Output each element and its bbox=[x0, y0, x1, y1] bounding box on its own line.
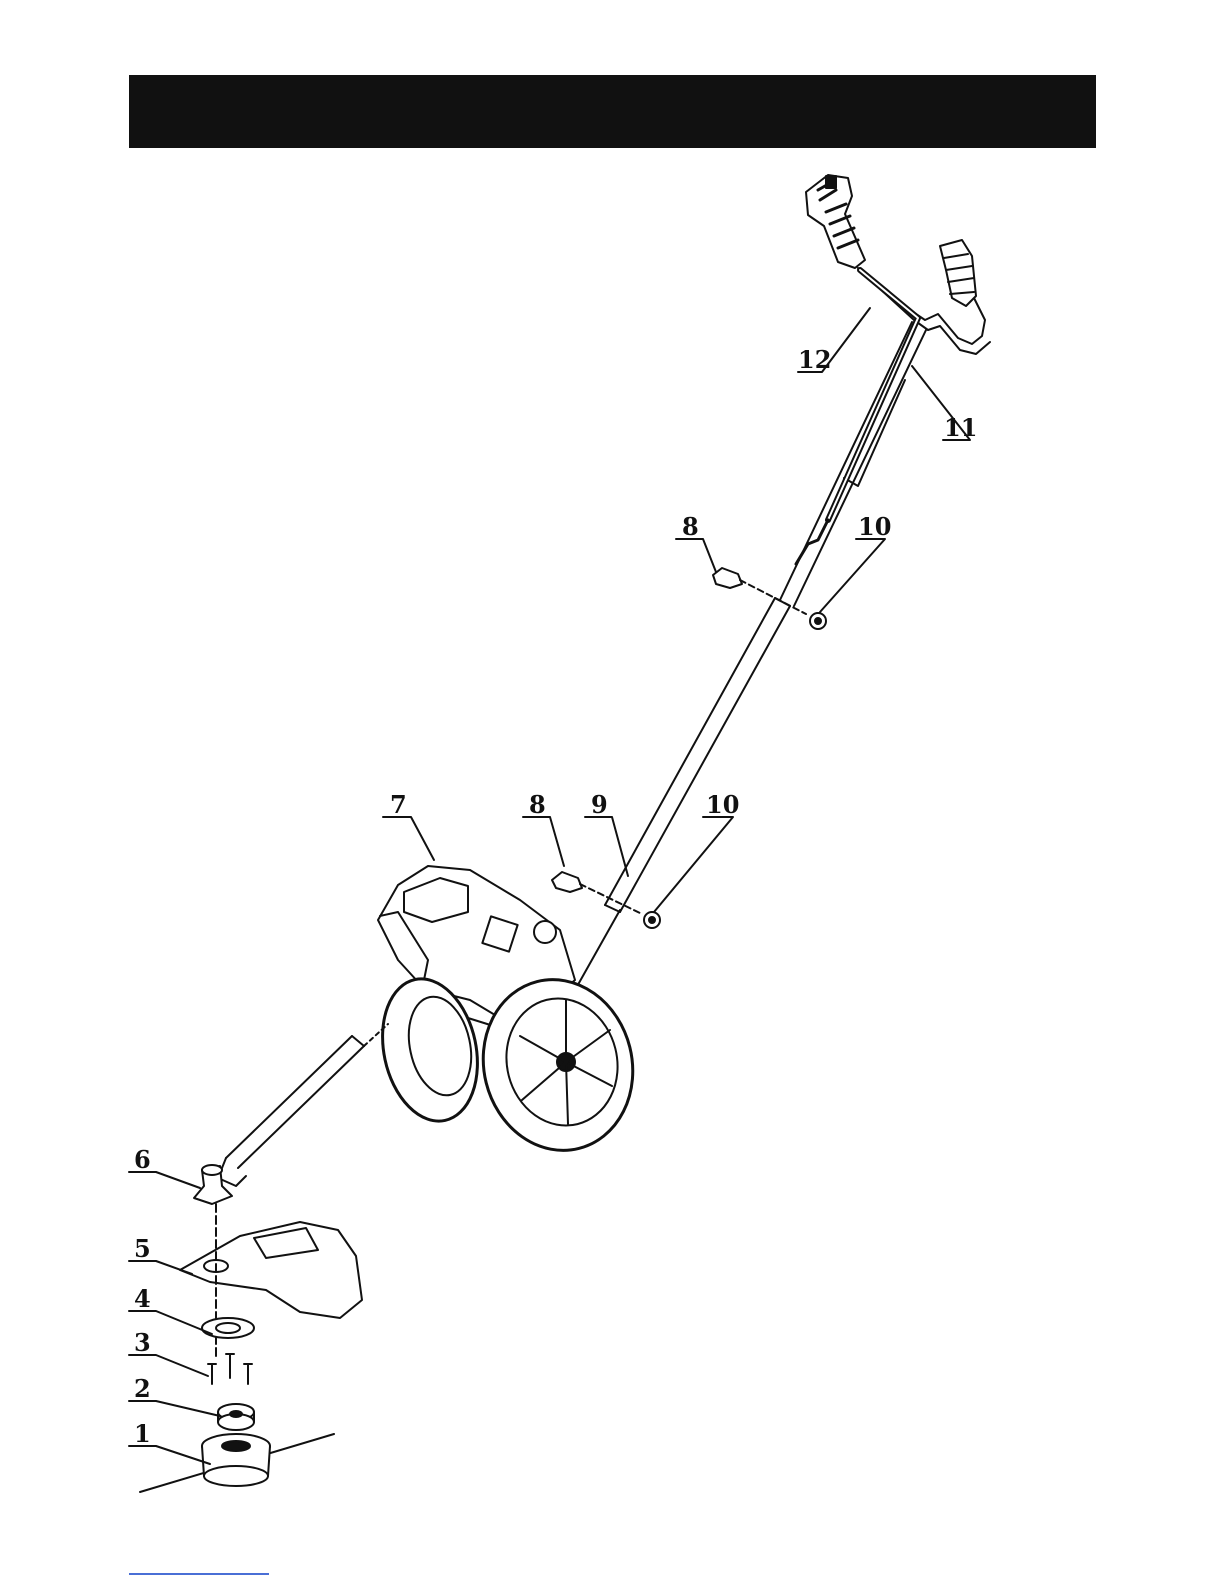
callout-5: 5 bbox=[134, 1234, 151, 1263]
spacer-part bbox=[218, 1404, 254, 1430]
callout-10-upper: 10 bbox=[858, 512, 891, 541]
callout-12: 12 bbox=[798, 345, 831, 374]
clamp-lever-lower-part bbox=[552, 872, 642, 914]
callout-3: 3 bbox=[134, 1328, 151, 1357]
clamp-nut-upper-part bbox=[810, 613, 826, 629]
throttle-cable-part bbox=[796, 270, 918, 564]
callout-10-lower: 10 bbox=[706, 790, 739, 819]
leader-line-10a bbox=[820, 539, 885, 612]
callout-8-lower: 8 bbox=[529, 790, 546, 819]
callout-11: 11 bbox=[944, 413, 977, 442]
callout-1: 1 bbox=[134, 1419, 151, 1448]
leader-line-1 bbox=[129, 1446, 210, 1464]
callout-7: 7 bbox=[390, 790, 407, 819]
guard-part bbox=[180, 1204, 362, 1360]
callout-8-upper: 8 bbox=[682, 512, 699, 541]
callout-2: 2 bbox=[134, 1374, 151, 1403]
gear-head-part bbox=[194, 1165, 232, 1204]
leader-line-2 bbox=[129, 1401, 220, 1416]
leader-line-3 bbox=[129, 1355, 208, 1376]
trimmer-head-part bbox=[140, 1434, 334, 1492]
callout-6: 6 bbox=[134, 1145, 151, 1174]
handlebar-part bbox=[858, 240, 990, 354]
drive-tube-part bbox=[218, 1024, 388, 1186]
callout-4: 4 bbox=[134, 1284, 151, 1313]
leader-line-8a bbox=[676, 539, 716, 572]
screws-part bbox=[208, 1354, 252, 1384]
leader-line-8b bbox=[523, 817, 564, 866]
retainer-ring-part bbox=[202, 1318, 254, 1338]
footer-link-underline[interactable] bbox=[129, 1573, 269, 1575]
leader-line-9 bbox=[585, 817, 628, 876]
leader-line-6 bbox=[129, 1172, 200, 1188]
leader-line-7 bbox=[383, 817, 434, 860]
throttle-grip-part bbox=[806, 175, 865, 268]
callout-9: 9 bbox=[591, 790, 608, 819]
clamp-nut-lower-part bbox=[644, 912, 660, 928]
